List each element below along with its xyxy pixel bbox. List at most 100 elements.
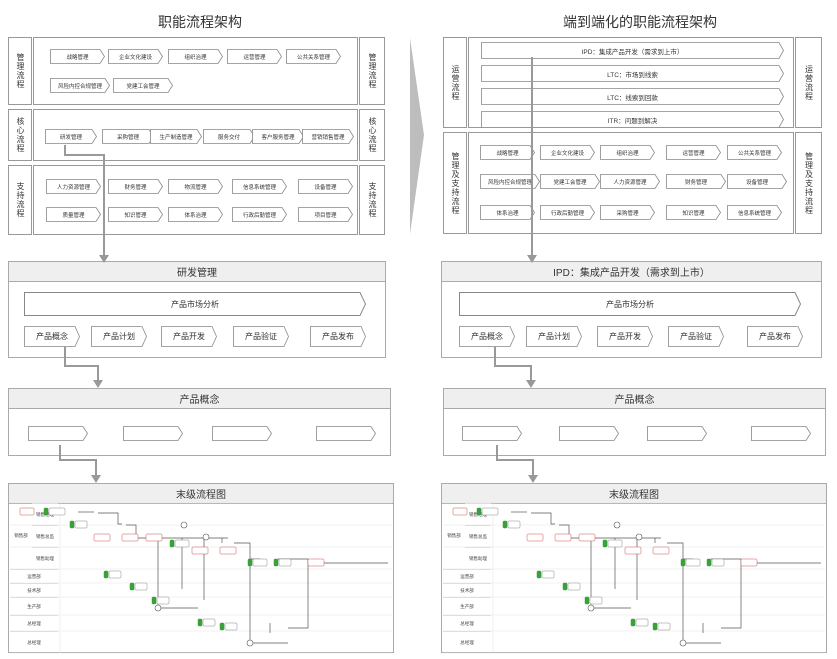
right-swim-lane-4: 技术部 [443, 583, 491, 597]
right-ms-row1-item-3[interactable]: 运营管理 [666, 145, 721, 160]
left-support-row1-item-0[interactable]: 人力资源管理 [46, 179, 101, 194]
right-l2-steps-item-0[interactable]: 产品概念 [459, 326, 515, 347]
right-ms-row3-item-4[interactable]: 信息系统管理 [727, 205, 782, 220]
right-l4-title: 末级流程图 [442, 484, 826, 504]
right-swim-lane-7: 总经理 [443, 631, 491, 653]
right-l3-panel: 产品概念 [443, 388, 826, 456]
right-l2-steps-item-4[interactable]: 产品发布 [747, 326, 803, 347]
left-support-row1-item-3[interactable]: 信息系统管理 [232, 179, 287, 194]
right-ms-row2-item-2[interactable]: 人力资源管理 [600, 174, 660, 189]
right-swim-lane-2: 销售助理 [465, 547, 491, 569]
left-l3-blank-1[interactable] [123, 426, 183, 441]
left-core-row-item-2[interactable]: 生产制造管理 [150, 129, 202, 144]
left-support-row2-item-3[interactable]: 行政后勤管理 [232, 207, 287, 222]
right-ms-row2-item-1[interactable]: 党建工会管理 [540, 174, 600, 189]
right-ms-row1-item-2-label: 组织治理 [616, 150, 639, 157]
left-mgmt-row1-item-3[interactable]: 运营管理 [227, 49, 282, 64]
right-ops-row-0-label: IPD：集成产品开发（需求到上市） [581, 48, 684, 56]
right-l3-blank-3[interactable] [751, 426, 811, 441]
right-ms-row3-item-1[interactable]: 行政后勤管理 [540, 205, 595, 220]
right-l2-steps-item-3[interactable]: 产品验证 [668, 326, 724, 347]
right-ms-row1-item-2[interactable]: 组织治理 [600, 145, 655, 160]
left-l2-steps-item-0[interactable]: 产品概念 [24, 326, 80, 347]
left-support-row2-item-2[interactable]: 体系治理 [168, 207, 223, 222]
right-ms-label-box [443, 132, 467, 234]
right-ms-row2-item-2-label: 人力资源管理 [613, 179, 647, 186]
left-mgmt-row1-item-4[interactable]: 公共关系管理 [286, 49, 341, 64]
left-core-row-item-4-label: 客户服务管理 [261, 134, 295, 141]
right-ops-row-2-label: LTC：线索到回款 [607, 94, 658, 102]
right-l2-steps-item-1[interactable]: 产品计划 [526, 326, 582, 347]
right-ms-row2-item-3[interactable]: 财务管理 [666, 174, 726, 189]
left-swim-group-label: 销售部 [14, 533, 28, 538]
left-support-row2-item-4[interactable]: 项目管理 [298, 207, 353, 222]
left-support-row1-item-0-label: 人力资源管理 [56, 184, 90, 191]
left-swim-lane-2: 销售助理 [32, 547, 58, 569]
left-support-row1-item-2[interactable]: 物流管理 [168, 179, 223, 194]
left-l2-steps-item-1[interactable]: 产品计划 [91, 326, 147, 347]
left-core-row-item-1[interactable]: 采购管理 [102, 129, 154, 144]
right-ops-row-3[interactable]: ITR：问题到解决 [481, 111, 784, 128]
left-swim-lane-5: 生产部 [10, 597, 58, 615]
left-support-row2-item-0-label: 质量管理 [62, 212, 85, 219]
right-ops-row-2[interactable]: LTC：线索到回款 [481, 88, 784, 105]
right-l2-steps-item-2[interactable]: 产品开发 [597, 326, 653, 347]
right-l2-bar[interactable]: 产品市场分析 [459, 292, 802, 316]
left-support-label-right-box [359, 165, 385, 235]
left-core-row-item-3-label: 服务交付 [217, 134, 240, 141]
left-core-label-box [8, 109, 32, 161]
right-ops-row-0[interactable]: IPD：集成产品开发（需求到上市） [481, 42, 784, 59]
left-swim-lane-3: 运营部 [10, 569, 58, 583]
right-l3-blank-1[interactable] [559, 426, 619, 441]
left-mgmt-row2-item-1[interactable]: 党建工会管理 [113, 78, 173, 93]
right-ops-label-box [443, 37, 467, 128]
left-support-row2-item-0[interactable]: 质量管理 [46, 207, 101, 222]
right-ops-row-1[interactable]: LTC：市场到线索 [481, 65, 784, 82]
left-mgmt-row1-item-0-label: 战略管理 [66, 54, 89, 61]
left-title: 职能流程架构 [158, 14, 242, 30]
right-swim-lane-6: 总经理 [443, 615, 491, 631]
left-l3-blank-3[interactable] [316, 426, 376, 441]
right-ms-row1-item-1[interactable]: 企业文化建设 [540, 145, 595, 160]
left-mgmt-row1-item-0[interactable]: 战略管理 [50, 49, 105, 64]
left-core-label: 核心流程 [16, 117, 25, 153]
right-l3-blank-2[interactable] [647, 426, 707, 441]
left-l3-blank-2[interactable] [212, 426, 272, 441]
left-mgmt-row2-item-0[interactable]: 风险内控合规管理 [50, 78, 110, 93]
left-core-row-item-5-label: 营销销售管理 [311, 134, 345, 141]
left-l3-blank-0[interactable] [28, 426, 88, 441]
right-l4-panel: 末级流程图 [441, 483, 827, 653]
right-l3-blank-0[interactable] [462, 426, 522, 441]
left-l2-steps-item-2[interactable]: 产品开发 [161, 326, 217, 347]
right-ops-label: 运营流程 [451, 64, 460, 101]
left-support-row1-item-1[interactable]: 财务管理 [108, 179, 163, 194]
left-mgmt-label-right-box [359, 37, 385, 105]
left-support-row1-item-4-label: 设备管理 [314, 184, 337, 191]
left-core-row-item-4[interactable]: 客户服务管理 [252, 129, 304, 144]
left-support-row2-item-1[interactable]: 知识管理 [108, 207, 163, 222]
left-mgmt-row1-item-2[interactable]: 组织治理 [168, 49, 223, 64]
right-ms-label-right: 管理及支持流程 [804, 151, 814, 215]
left-l2-bar[interactable]: 产品市场分析 [24, 292, 367, 316]
left-l2-steps-item-3[interactable]: 产品验证 [233, 326, 289, 347]
right-ms-row3-item-3[interactable]: 知识管理 [666, 205, 721, 220]
left-swim-lane-6: 总经理 [10, 615, 58, 631]
right-ms-row2-item-4[interactable]: 设备管理 [727, 174, 787, 189]
right-ops-row-3-label: ITR：问题到解决 [607, 117, 658, 125]
left-core-row-item-5[interactable]: 营销销售管理 [302, 129, 354, 144]
left-l2-steps-item-1-label: 产品计划 [103, 332, 135, 341]
right-ms-row3-item-2[interactable]: 采购管理 [600, 205, 655, 220]
left-core-row-item-0[interactable]: 研发管理 [45, 129, 97, 144]
left-core-row-item-3[interactable]: 服务交付 [203, 129, 255, 144]
right-l3-title: 产品概念 [444, 389, 825, 409]
left-mgmt-row1-item-1[interactable]: 企业文化建设 [108, 49, 163, 64]
right-ms-row1-item-0[interactable]: 战略管理 [480, 145, 535, 160]
right-l2-steps-item-4-label: 产品发布 [759, 332, 791, 341]
left-support-row1-item-4[interactable]: 设备管理 [298, 179, 353, 194]
right-ms-row3-item-0[interactable]: 体系治理 [480, 205, 535, 220]
right-ms-row2-item-0[interactable]: 风险内控合规管理 [480, 174, 540, 189]
left-l2-steps-item-4[interactable]: 产品发布 [310, 326, 366, 347]
right-ms-row1-item-4[interactable]: 公共关系管理 [727, 145, 782, 160]
right-swim-lane-5: 生产部 [443, 597, 491, 615]
left-l2-steps-item-0-label: 产品概念 [36, 332, 68, 341]
